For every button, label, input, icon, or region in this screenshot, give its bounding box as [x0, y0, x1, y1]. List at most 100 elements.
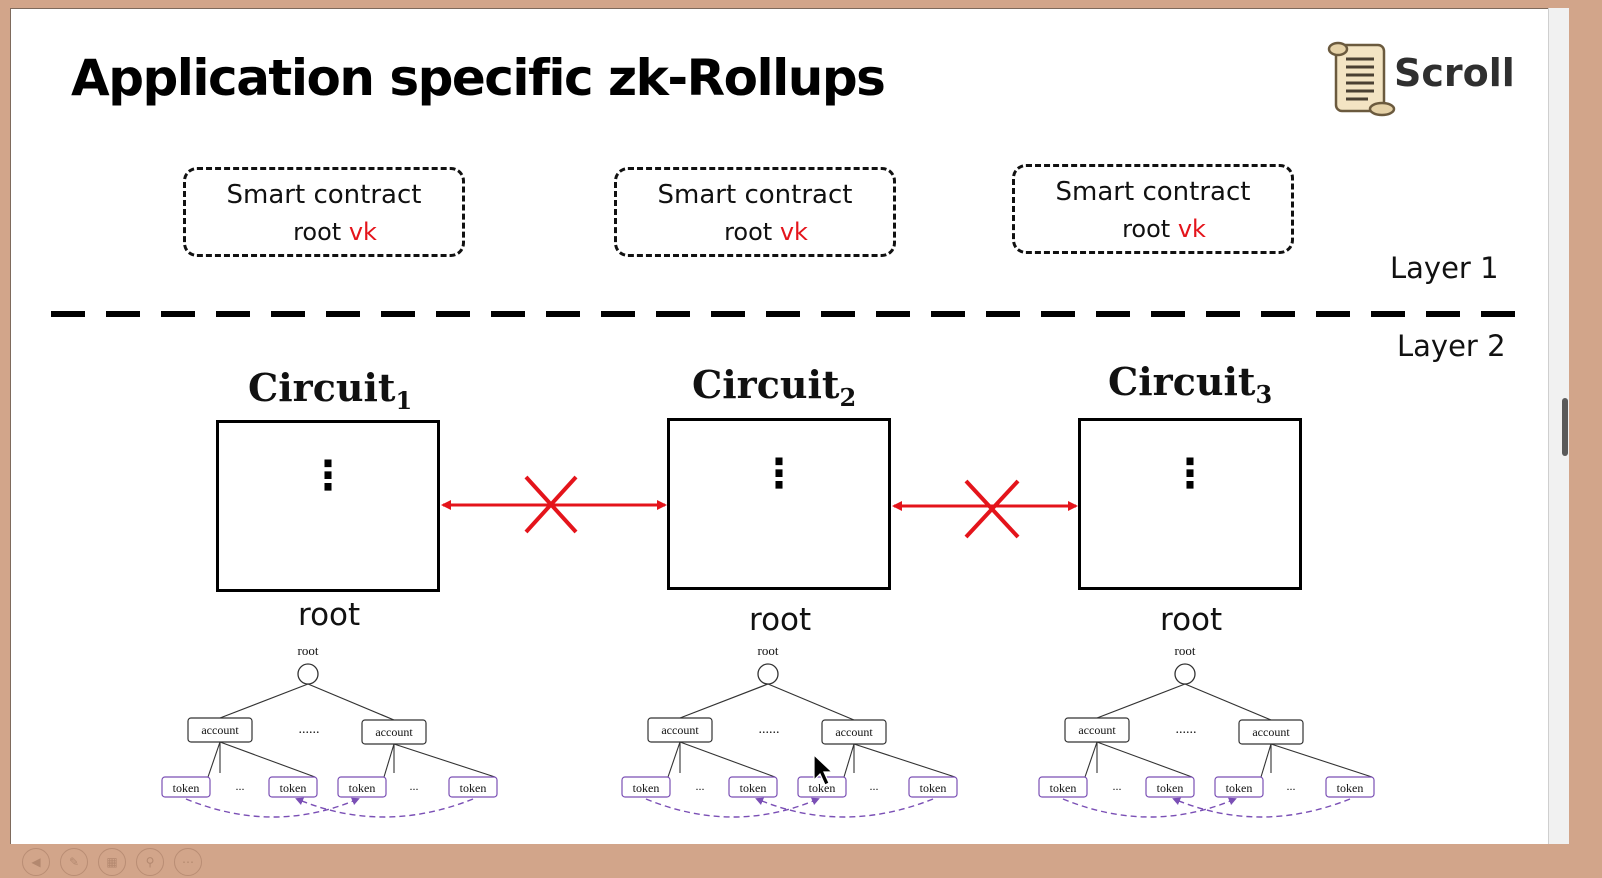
layer-2-label: Layer 2 — [1397, 329, 1506, 363]
circuit-1-box: ⋮ — [216, 420, 440, 592]
vk-text: vk — [779, 218, 808, 246]
tokens-ellipsis: ... — [410, 779, 419, 793]
vk-text: vk — [348, 218, 377, 246]
cross-icon — [964, 479, 1020, 539]
tree-root-label: root — [298, 643, 319, 658]
circuit-2-box: ⋮ — [667, 418, 891, 590]
circuit-subscript: 2 — [839, 383, 857, 412]
circuit-3-title: Circuit3 — [1108, 359, 1272, 409]
state-trees: root account account...... token token token t… — [161, 643, 1375, 818]
presentation-controls-bar — [0, 844, 1602, 878]
tree-root-label: root — [1175, 643, 1196, 658]
token-node — [621, 776, 671, 798]
token-label: token — [1050, 781, 1077, 795]
more-options-icon[interactable]: ⋯ — [174, 848, 202, 876]
smart-contract-box-2: Smart contract root vk — [614, 167, 896, 257]
token-node — [1038, 776, 1088, 798]
smart-contract-root-line: root vk — [186, 218, 462, 246]
token-link — [185, 797, 360, 818]
circuit-name: Circuit — [248, 365, 396, 410]
account-token-tree: root account account...... token token token t… — [1038, 643, 1375, 818]
circuit-2-title: Circuit2 — [692, 362, 856, 412]
token-label: token — [460, 781, 487, 795]
tokens-ellipsis: ... — [870, 779, 879, 793]
tokens-ellipsis: ... — [1287, 779, 1296, 793]
account-label: account — [1252, 725, 1290, 739]
slide-title: Application specific zk-Rollups — [71, 49, 886, 107]
token-label: token — [1337, 781, 1364, 795]
token-node — [728, 776, 778, 798]
tree-root-node — [757, 663, 779, 685]
smart-contract-box-1: Smart contract root vk — [183, 167, 465, 257]
circuit-3-root-label: root — [1160, 602, 1223, 638]
zoom-icon[interactable]: ⚲ — [136, 848, 164, 876]
token-link — [1172, 797, 1351, 818]
circuit-1-root-label: root — [298, 597, 361, 633]
mouse-cursor-icon — [813, 753, 834, 786]
account-label: account — [201, 723, 239, 737]
circuit-3-box: ⋮ — [1078, 418, 1302, 590]
account-label: account — [835, 725, 873, 739]
smart-contract-box-3: Smart contract root vk — [1012, 164, 1294, 254]
token-label: token — [1157, 781, 1184, 795]
tokens-ellipsis: ... — [696, 779, 705, 793]
smart-contract-root-line: root vk — [1015, 215, 1291, 243]
root-text: root — [1122, 215, 1171, 243]
token-label: token — [1226, 781, 1253, 795]
root-text: root — [293, 218, 342, 246]
token-label: token — [173, 781, 200, 795]
account-token-tree: root account account...... token token token t… — [161, 643, 498, 818]
root-text: root — [724, 218, 773, 246]
token-node — [1145, 776, 1195, 798]
accounts-ellipsis: ...... — [759, 722, 780, 737]
tree-root-node — [1174, 663, 1196, 685]
vertical-scrollbar[interactable] — [1548, 8, 1569, 844]
smart-contract-label: Smart contract — [1055, 177, 1251, 207]
tokens-ellipsis: ... — [1113, 779, 1122, 793]
circuit-2-root-label: root — [749, 602, 812, 638]
logo-text: Scroll — [1394, 51, 1515, 95]
token-label: token — [809, 781, 836, 795]
token-link — [295, 797, 474, 818]
previous-slide-icon[interactable]: ◀ — [22, 848, 50, 876]
token-node — [1214, 776, 1264, 798]
token-link — [645, 797, 820, 818]
token-node — [161, 776, 211, 798]
tree-root-node — [297, 663, 319, 685]
token-link — [1062, 797, 1237, 818]
token-node — [268, 776, 318, 798]
account-label: account — [661, 723, 699, 737]
accounts-ellipsis: ...... — [1176, 722, 1197, 737]
account-token-tree: root account account...... token token token t… — [621, 643, 958, 818]
token-node — [1325, 776, 1375, 798]
smart-contract-root-line: root vk — [617, 218, 893, 246]
slides-grid-icon[interactable]: ▦ — [98, 848, 126, 876]
circuit-subscript: 1 — [395, 386, 413, 415]
account-label: account — [1078, 723, 1116, 737]
cross-icon — [524, 475, 578, 534]
token-link — [755, 797, 934, 818]
layer-1-label: Layer 1 — [1390, 251, 1499, 285]
token-label: token — [349, 781, 376, 795]
token-label: token — [740, 781, 767, 795]
tokens-ellipsis: ... — [236, 779, 245, 793]
slide: Application specific zk-Rollups Scroll S… — [10, 8, 1550, 846]
scroll-parchment-icon — [1327, 41, 1396, 117]
circuit-subscript: 3 — [1255, 380, 1273, 409]
token-node — [448, 776, 498, 798]
token-label: token — [280, 781, 307, 795]
token-node — [908, 776, 958, 798]
token-label: token — [920, 781, 947, 795]
scrollbar-thumb[interactable] — [1562, 398, 1568, 456]
account-label: account — [375, 725, 413, 739]
vk-text: vk — [1177, 215, 1206, 243]
circuit-name: Circuit — [1108, 359, 1256, 404]
accounts-ellipsis: ...... — [299, 722, 320, 737]
diagram-overlay: root account account...... token token token t… — [51, 311, 1525, 818]
token-node — [337, 776, 387, 798]
pen-icon[interactable]: ✎ — [60, 848, 88, 876]
circuit-name: Circuit — [692, 362, 840, 407]
tree-root-label: root — [758, 643, 779, 658]
token-label: token — [633, 781, 660, 795]
smart-contract-label: Smart contract — [657, 180, 853, 210]
